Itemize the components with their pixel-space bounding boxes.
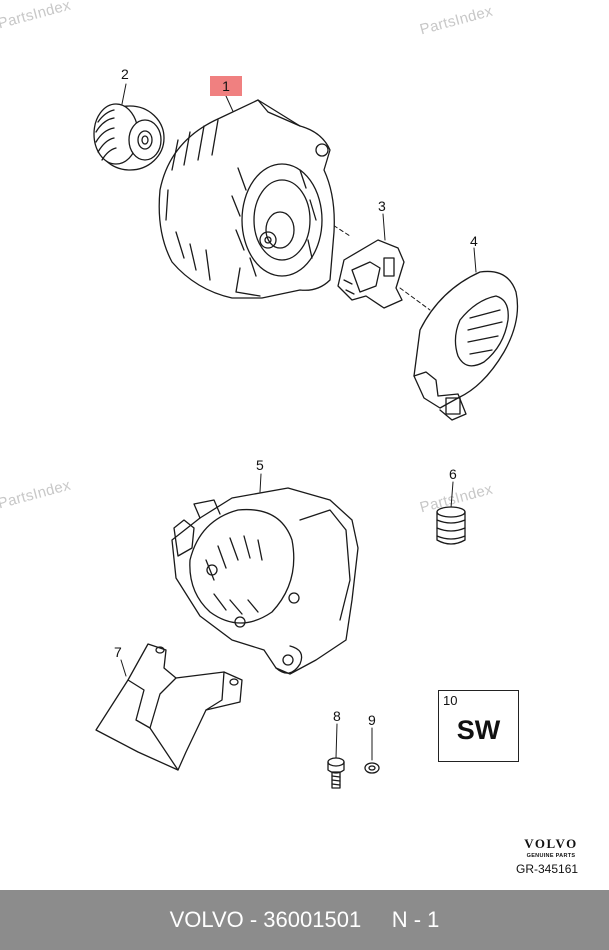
callout-4[interactable]: 4 [470, 233, 478, 249]
callout-3[interactable]: 3 [378, 198, 386, 214]
callout-2[interactable]: 2 [121, 66, 129, 82]
brand-logo: VOLVO GENUINE PARTS [516, 836, 586, 859]
leader-lines [120, 83, 477, 761]
bracket-part-7 [95, 643, 243, 771]
callout-5[interactable]: 5 [256, 457, 264, 473]
callout-7[interactable]: 7 [114, 644, 122, 660]
pulley-part-2 [93, 103, 165, 171]
footer-part-number: VOLVO - 36001501 N - 1 [169, 907, 440, 932]
boot-part-6 [436, 506, 466, 545]
rear-cover-part-4 [413, 270, 519, 421]
brand-name: VOLVO [524, 836, 578, 851]
software-label: SW [456, 715, 501, 745]
callout-1[interactable]: 1 [210, 76, 242, 96]
regulator-part-3 [337, 239, 405, 309]
alternator-part-5 [171, 487, 359, 675]
bolt-part-8 [327, 757, 345, 789]
alternator-part-1 [158, 99, 335, 299]
callout-10: 10 [443, 693, 458, 708]
software-box-part-10[interactable]: 10 SW [438, 690, 519, 762]
washer-part-9 [364, 762, 380, 774]
parts-diagram [93, 83, 519, 789]
brand-subtitle: GENUINE PARTS [526, 853, 576, 859]
diagram-reference: GR-345161 [516, 862, 579, 876]
callout-8[interactable]: 8 [333, 708, 341, 724]
footer-bar: VOLVO - 36001501 N - 1 [0, 890, 609, 950]
callout-9[interactable]: 9 [368, 712, 376, 728]
callout-6[interactable]: 6 [449, 466, 457, 482]
